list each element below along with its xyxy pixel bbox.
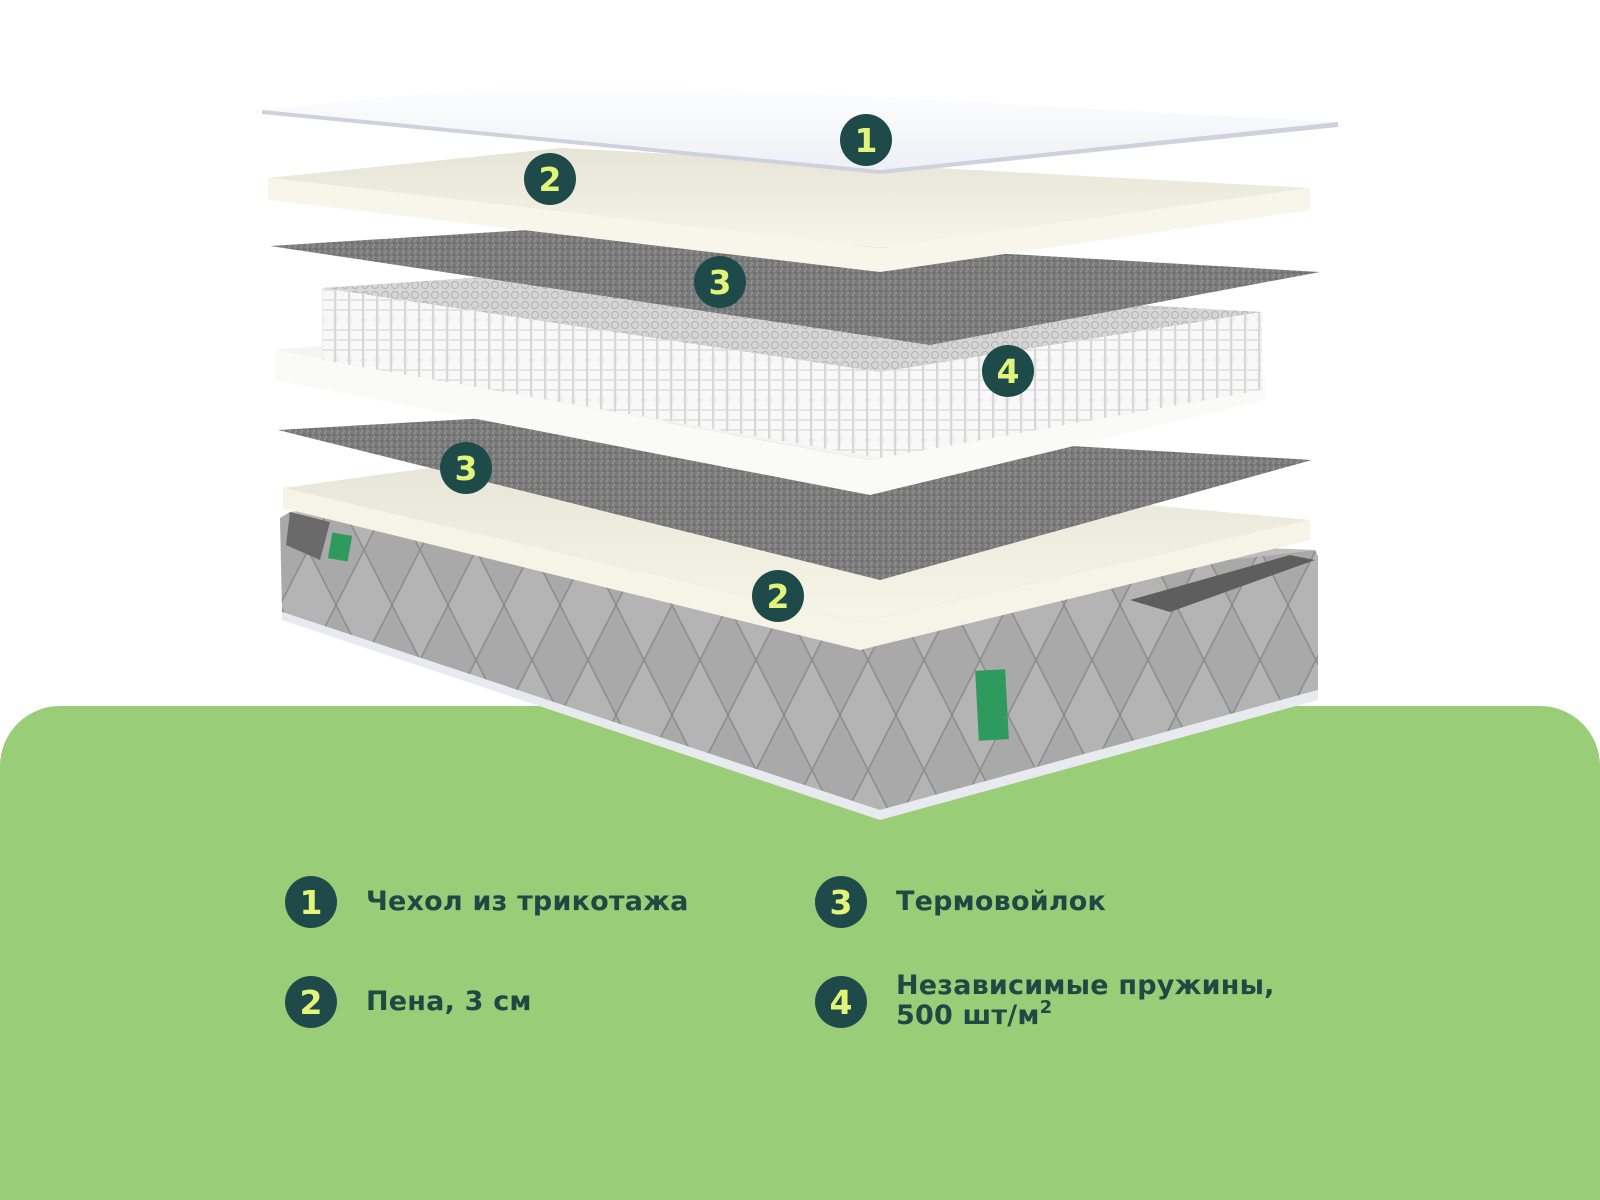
callout-badge-3-bottom: 3 [440, 442, 492, 494]
legend-badge-3: 3 [815, 876, 867, 928]
legend-badge-4: 4 [815, 976, 867, 1028]
callout-badge-2-bottom: 2 [752, 570, 804, 622]
callout-badge-4: 4 [982, 345, 1034, 397]
callout-badge-3: 3 [694, 256, 746, 308]
brand-tag-large [975, 669, 1009, 741]
layer-cover [262, 80, 1338, 174]
legend-badge-1: 1 [285, 876, 337, 928]
superscript-squared: 2 [1039, 997, 1053, 1018]
legend-item-springs: 4 Независимые пружины, 500 шт/м2 [815, 971, 1275, 1031]
mattress-exploded-diagram [262, 80, 1338, 820]
legend-item-felt: 3 Термовойлок [815, 876, 1106, 928]
layer-felt-top [270, 228, 1320, 345]
legend-item-foam: 2 Пена, 3 см [285, 976, 532, 1028]
layer-felt-bottom [278, 415, 1312, 580]
springs-density: 500 шт/м [896, 1000, 1040, 1031]
legend-label-felt: Термовойлок [896, 886, 1107, 917]
legend-badge-2: 2 [285, 976, 337, 1028]
callout-badge-1: 1 [840, 114, 892, 166]
legend-label-cover: Чехол из трикотажа [366, 886, 689, 917]
legend-label-springs-line2: 500 шт/м2 [896, 999, 1275, 1031]
callout-badge-2: 2 [524, 153, 576, 205]
legend-item-cover: 1 Чехол из трикотажа [285, 876, 689, 928]
legend-label-foam: Пена, 3 см [366, 986, 532, 1017]
legend-label-springs: Независимые пружины, 500 шт/м2 [896, 971, 1275, 1031]
legend-label-springs-line1: Независимые пружины, [896, 970, 1275, 1001]
brand-tag-small [327, 532, 353, 562]
